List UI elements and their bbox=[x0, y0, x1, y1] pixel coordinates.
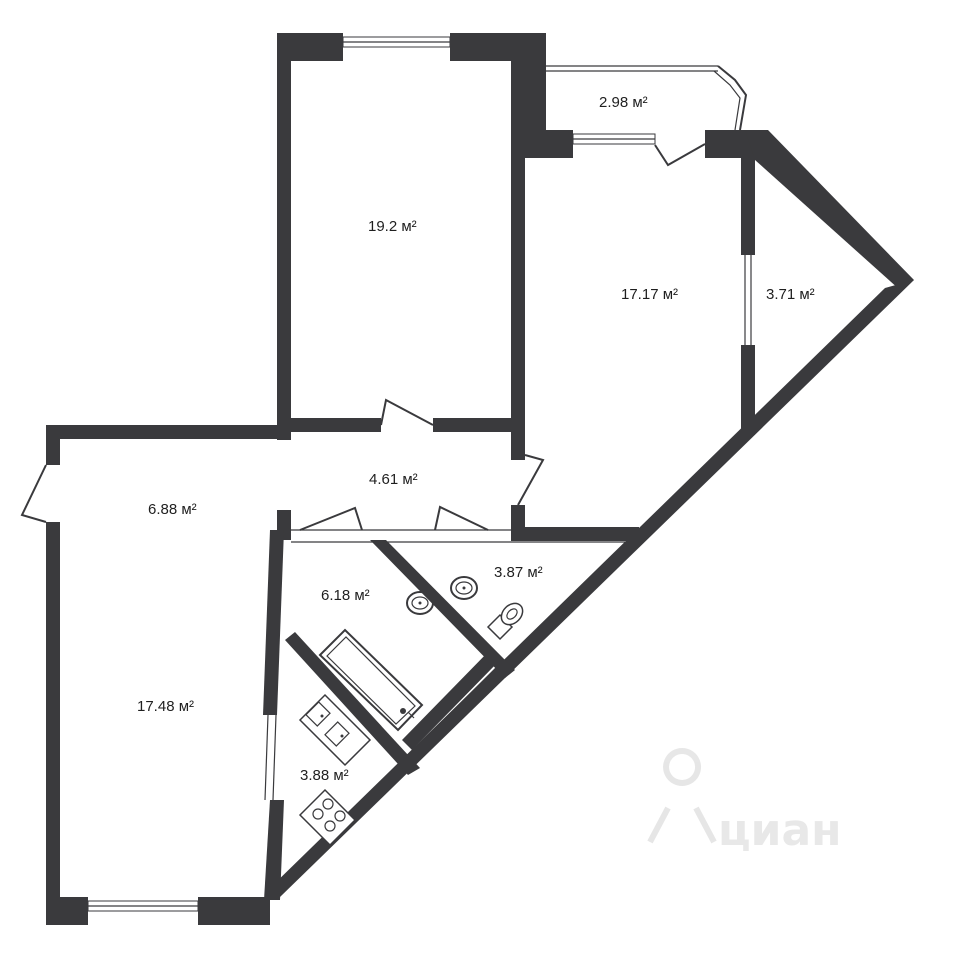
door-room-right bbox=[517, 454, 545, 506]
room-labels: 19.2 м² 17.17 м² 2.98 м² 3.71 м² 4.61 м²… bbox=[137, 94, 815, 784]
area-label-hall: 6.88 м² bbox=[148, 501, 197, 518]
area-label-kitchen: 3.88 м² bbox=[300, 767, 349, 784]
area-label-balcony: 2.98 м² bbox=[599, 94, 648, 111]
area-label-loggia: 3.71 м² bbox=[766, 286, 815, 303]
bathroom-sink bbox=[406, 591, 434, 615]
toilet-sink bbox=[450, 576, 478, 600]
doors bbox=[20, 143, 706, 543]
door-bathroom bbox=[299, 506, 363, 531]
door-balcony bbox=[654, 143, 706, 167]
location-pin-icon bbox=[647, 748, 717, 844]
door-toilet bbox=[434, 505, 489, 531]
balcony-glazing bbox=[546, 65, 748, 131]
watermark-text: циан bbox=[718, 805, 842, 856]
toilet-bowl bbox=[486, 602, 524, 641]
area-label-toilet: 3.87 м² bbox=[494, 564, 543, 581]
kitchen-sink bbox=[298, 693, 372, 767]
door-bedroom-top bbox=[380, 398, 434, 426]
area-label-living-left: 17.48 м² bbox=[137, 698, 194, 715]
cooktop bbox=[298, 788, 357, 847]
area-label-room-right: 17.17 м² bbox=[621, 286, 678, 303]
windows bbox=[87, 36, 752, 912]
door-entrance bbox=[20, 464, 47, 523]
area-label-bathroom: 6.18 м² bbox=[321, 587, 370, 604]
area-label-bedroom-top: 19.2 м² bbox=[368, 218, 417, 235]
bathtub bbox=[318, 628, 424, 732]
area-label-corridor: 4.61 м² bbox=[369, 471, 418, 488]
cian-watermark: циан bbox=[647, 748, 842, 856]
walls bbox=[46, 33, 914, 925]
